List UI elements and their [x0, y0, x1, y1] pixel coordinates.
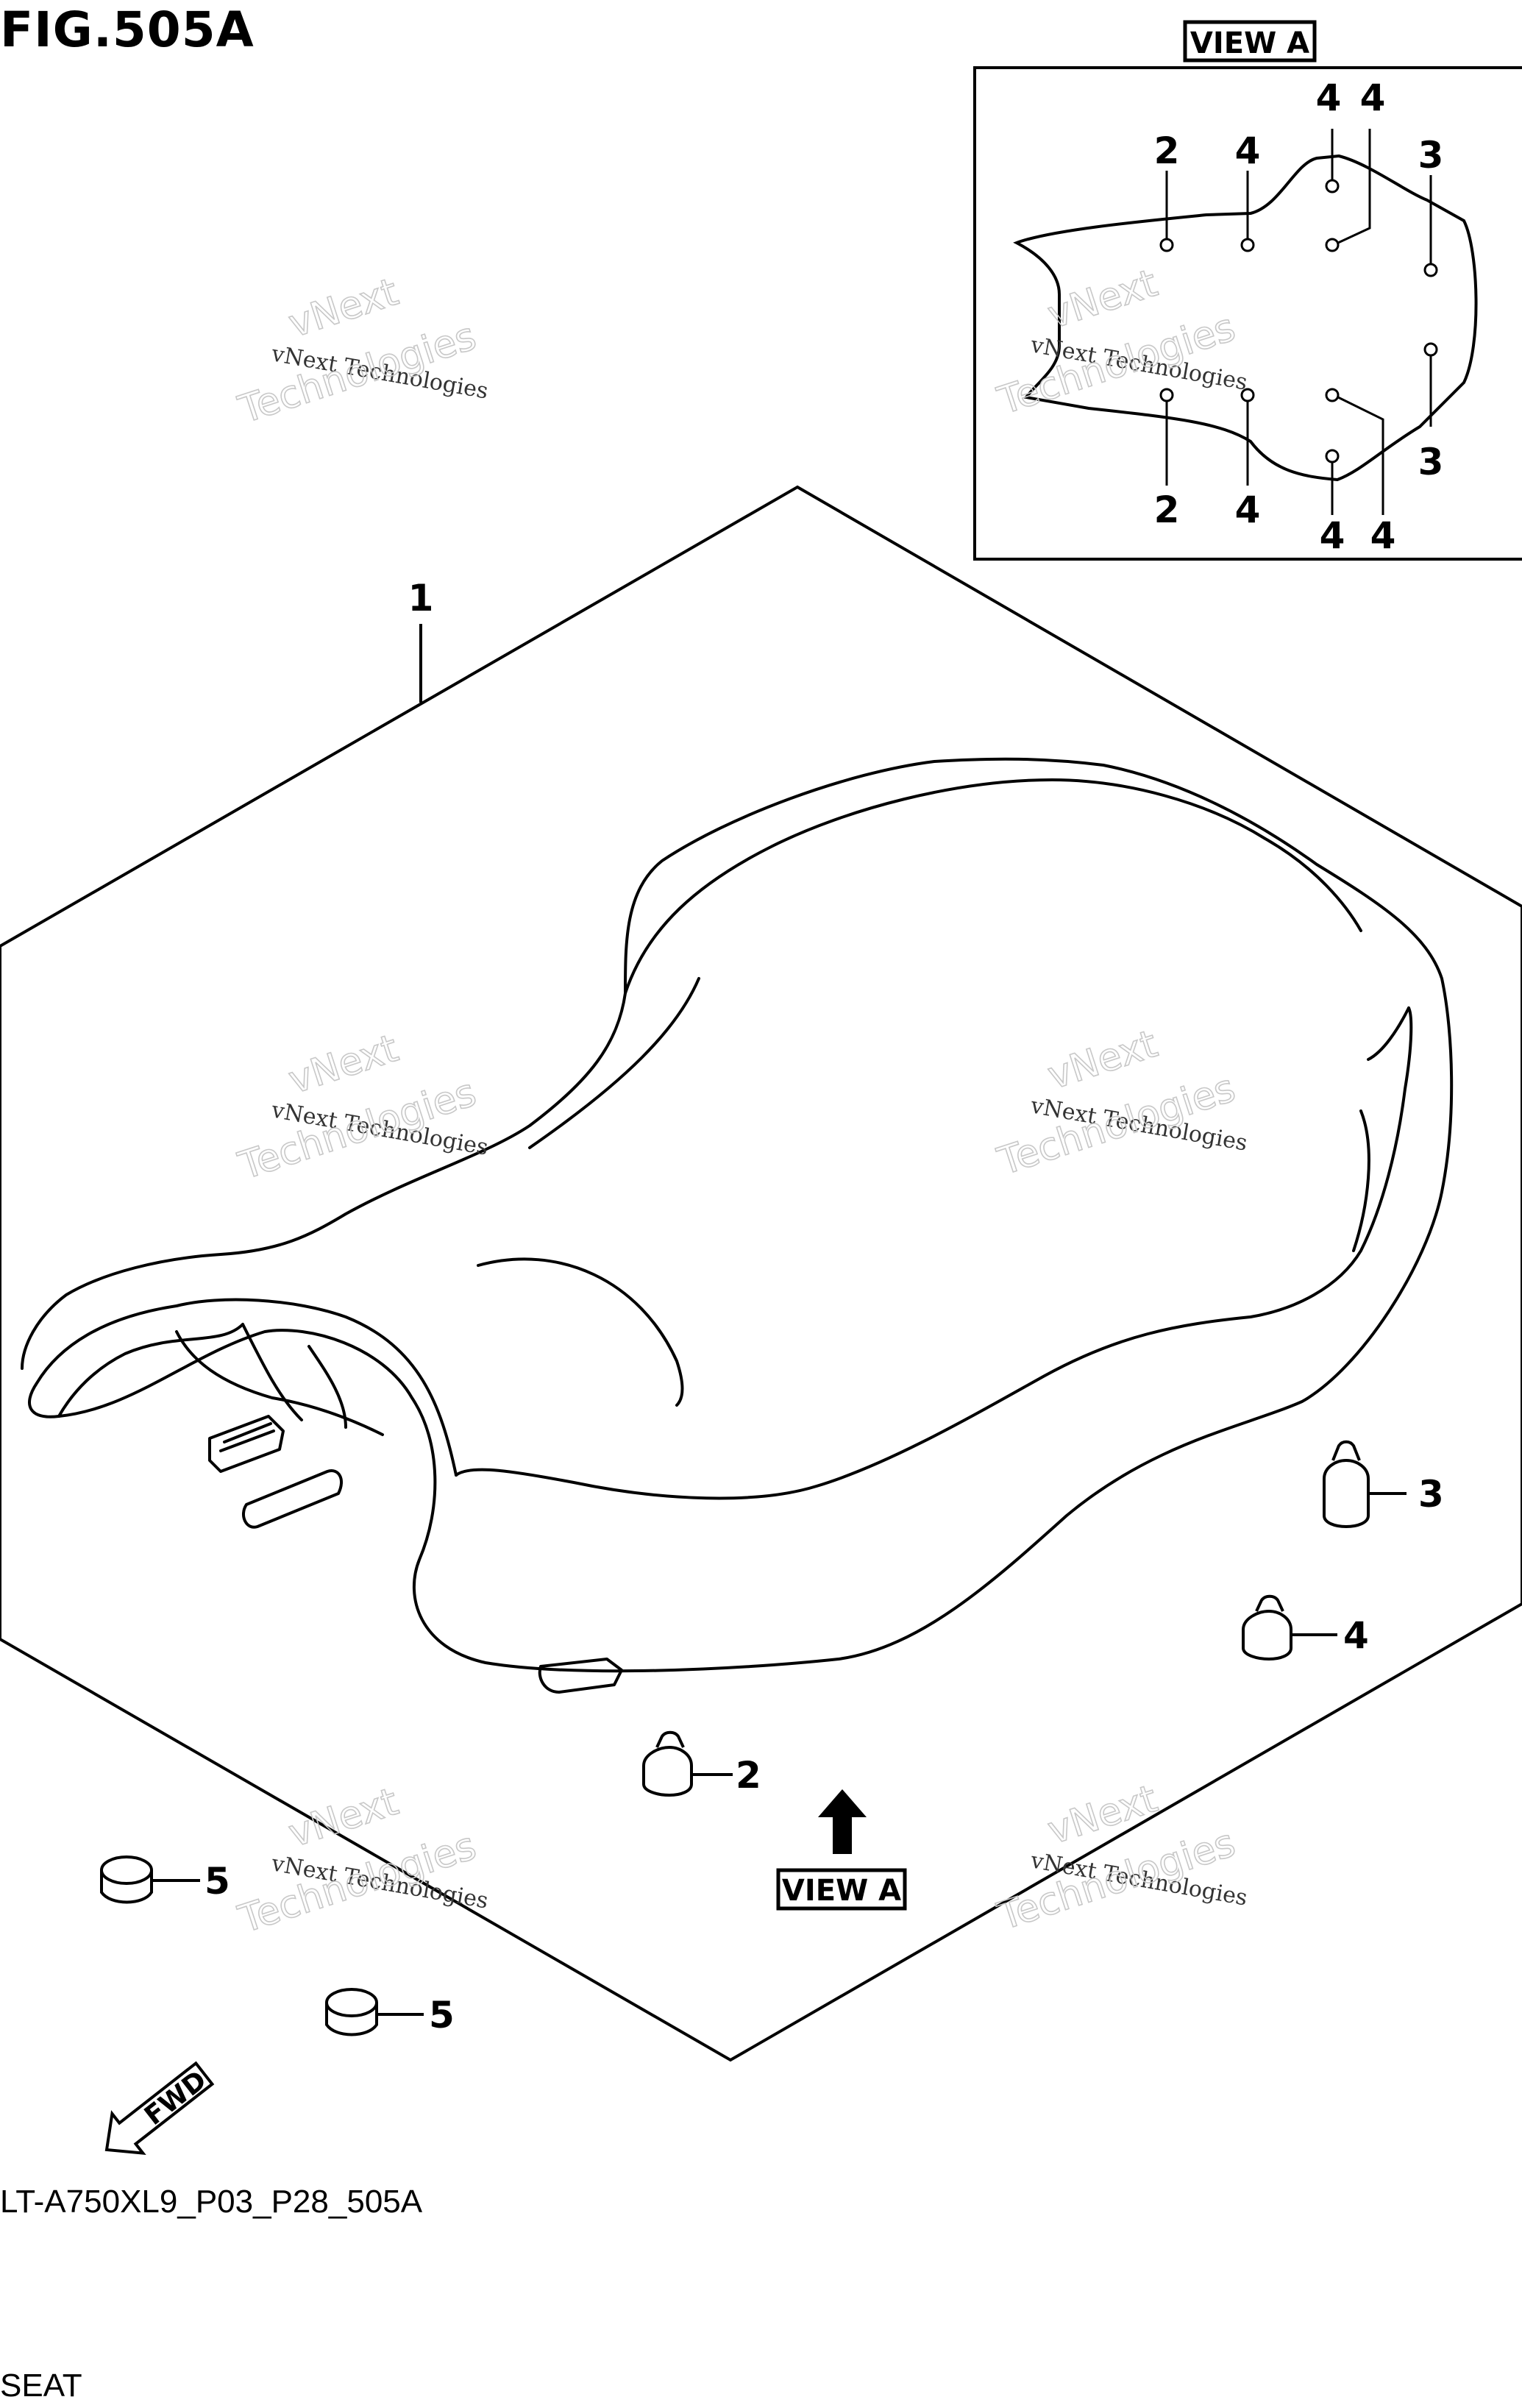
seat-drawing [21, 757, 1454, 1694]
assembly-boundary [0, 485, 1522, 2062]
cap-part-5b [325, 1988, 424, 2036]
inset-callout: 3 [1418, 441, 1444, 483]
callout-1: 1 [408, 577, 434, 703]
inset-fastener-points [1159, 129, 1438, 515]
watermark-line2: vNext [1042, 1777, 1162, 1853]
watermark-line2: vNext [283, 270, 403, 347]
inset-callout: 2 [1154, 129, 1180, 172]
callout-4-label: 4 [1343, 1614, 1369, 1657]
callout-5b-label: 5 [429, 1994, 455, 2036]
fwd-arrow: FWD [104, 2061, 215, 2156]
callout-1-label: 1 [408, 577, 434, 619]
callout-2-label: 2 [736, 1754, 761, 1797]
inset-callout: 2 [1154, 489, 1180, 531]
view-a-header: VIEW A [1183, 20, 1317, 63]
view-a-arrow-label: VIEW A [782, 1874, 901, 1908]
fwd-label: FWD [139, 2065, 212, 2131]
view-a-header-label: VIEW A [1190, 26, 1309, 60]
figure-name: SEAT [0, 2368, 82, 2404]
inset-callout: 3 [1418, 134, 1444, 177]
watermark-line2: vNext [1042, 1022, 1162, 1098]
callout-3-label: 3 [1418, 1473, 1444, 1516]
watermark-line2: vNext [1042, 261, 1162, 338]
watermark-line2: vNext [283, 1780, 403, 1856]
inset-callout: 4 [1235, 129, 1261, 172]
callout-5a-label: 5 [205, 1860, 230, 1903]
grommet-part-4 [1242, 1594, 1337, 1661]
inset-callout: 4 [1360, 77, 1386, 119]
figure-title: FIG.505A [0, 1, 255, 58]
view-a-inset: 2 4 4 4 3 3 4 4 4 2 [973, 66, 1522, 561]
watermark-group: vNext Technologies vNext Technologies vN… [232, 260, 1249, 1942]
cap-part-5a [100, 1855, 200, 1904]
grommet-part-3 [1323, 1440, 1407, 1529]
inset-callout: 4 [1316, 77, 1342, 119]
inset-callout: 4 [1370, 514, 1396, 557]
inset-callout: 4 [1320, 514, 1345, 557]
grommet-part-2 [642, 1730, 733, 1797]
inset-callout: 4 [1235, 489, 1261, 531]
watermark-line2: vNext [283, 1026, 403, 1103]
seat-underside-outline [1013, 154, 1478, 482]
figure-code: LT-A750XL9_P03_P28_505A [0, 2184, 423, 2220]
view-a-arrow: VIEW A [776, 1789, 907, 1911]
